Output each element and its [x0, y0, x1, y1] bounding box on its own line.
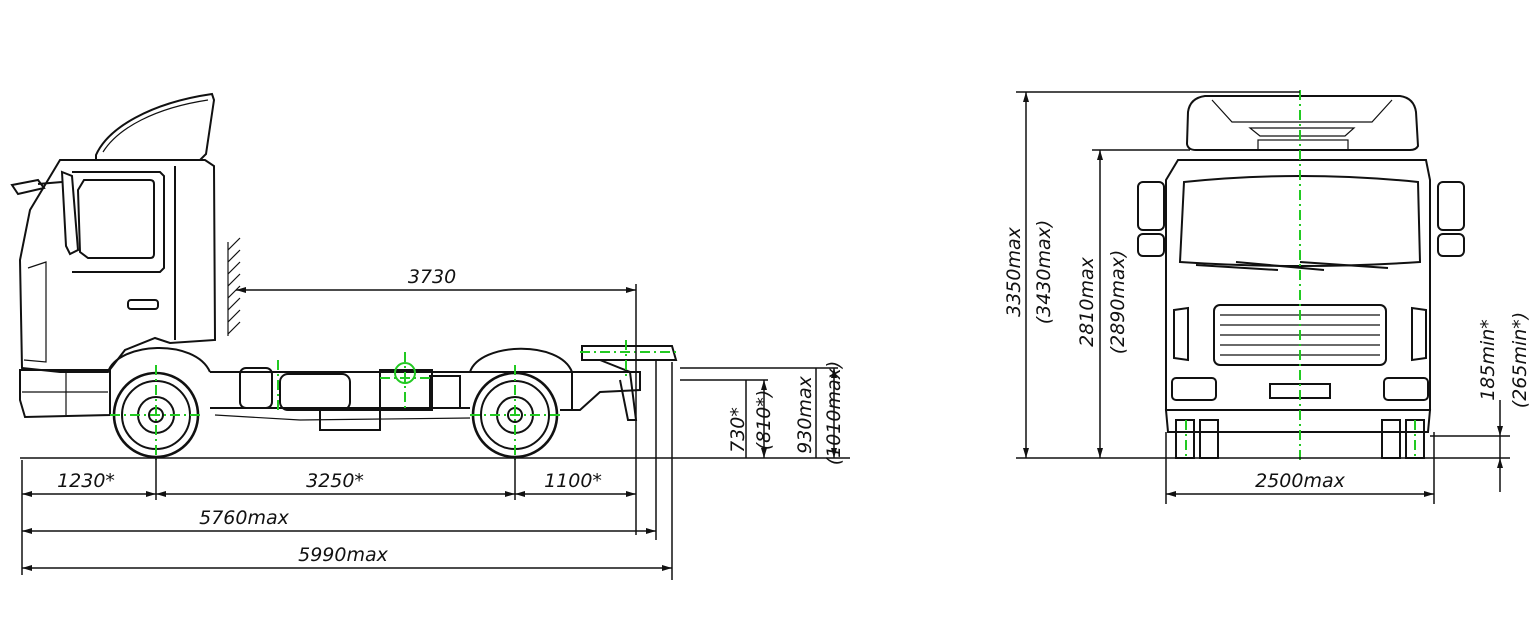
dim-fifth-wheel-height-alt: (1010max): [823, 361, 845, 466]
dim-front-overhang: 1230*: [57, 470, 115, 492]
width-dimension: [1165, 432, 1435, 504]
front-cab: [1165, 159, 1431, 411]
dim-frame-height-alt: (810*): [753, 390, 775, 451]
dim-rear-overhang: 1100*: [544, 470, 602, 492]
dim-fifth-wheel-height: 930max: [794, 375, 816, 453]
dim-cab-height-alt: (2890max): [1107, 250, 1129, 355]
dim-ground-clearance: 185min*: [1477, 319, 1499, 401]
cab-side-window: [76, 179, 155, 259]
vertical-dimensions-side: [680, 367, 838, 458]
dim-cab-height: 2810max: [1076, 256, 1098, 347]
side-view: 3730 1230* 3250* 1100* 5760max 5990max 7…: [10, 92, 850, 580]
dim-overall-height-alt: (3430max): [1033, 220, 1055, 325]
dim-ground-clearance-alt: (265min*): [1509, 312, 1531, 408]
right-mirror: [1437, 181, 1465, 231]
front-roof-spoiler: [1185, 95, 1420, 151]
vertical-dimensions-front: [1016, 91, 1510, 492]
front-bumper: [19, 369, 111, 419]
dim-platform-length: 3730: [408, 266, 456, 288]
rear-platform: [581, 345, 678, 361]
dim-frame-length: 5760max: [199, 507, 290, 529]
side-mirror: [10, 170, 80, 256]
side-centerlines: [110, 340, 680, 460]
cab: [18, 159, 217, 373]
left-mirror: [1137, 181, 1165, 231]
dim-overall-width: 2500max: [1255, 470, 1346, 492]
windshield: [1178, 175, 1422, 267]
cab-back-hatch: [227, 237, 241, 336]
dim-wheelbase: 3250*: [306, 470, 364, 492]
front-view: 3350max (3430max) 2810max (2890max) 185m…: [1003, 90, 1531, 504]
dim-frame-height: 730*: [727, 407, 749, 453]
dim-overall-height: 3350max: [1003, 226, 1025, 317]
dim-overall-length: 5990max: [298, 544, 389, 566]
roof-spoiler: [95, 92, 216, 161]
horizontal-dimensions: [21, 284, 673, 580]
